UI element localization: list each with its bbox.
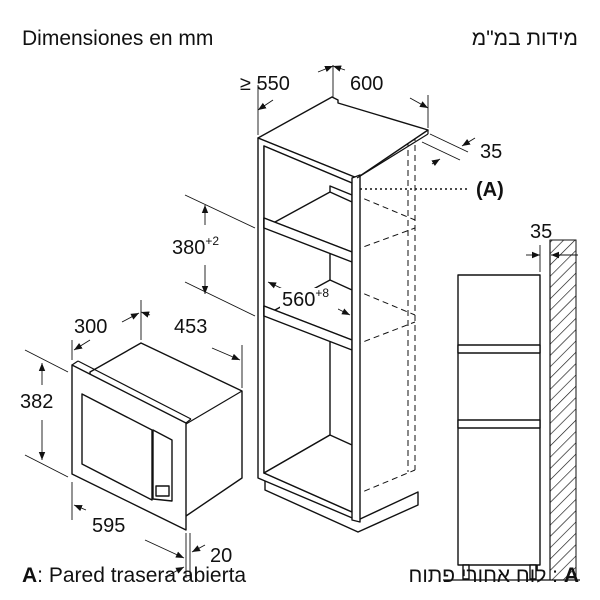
frame-depth-label: 20 xyxy=(210,545,232,567)
legend-hebrew: לוח אחורי פתוח : xyxy=(409,564,558,587)
appliance-width-label: 595 xyxy=(92,515,125,537)
title-hebrew: מידות במ"מ xyxy=(472,27,578,50)
microwave-door-window xyxy=(81,393,153,501)
microwave-appliance xyxy=(71,342,243,531)
legend-spanish: A: Pared trasera abierta xyxy=(22,564,246,587)
appliance-depth-label: 300 xyxy=(74,316,107,338)
appliance-dimensions: 300 453 382 595 20 xyxy=(20,300,243,578)
niche-height-tolerance: +2 xyxy=(205,234,219,248)
side-view: 35 xyxy=(443,221,580,581)
side-gap-label: 35 xyxy=(530,221,552,243)
microwave-control-display xyxy=(155,485,170,497)
tall-cabinet xyxy=(257,96,429,533)
niche-width-value: 560 xyxy=(282,289,315,311)
legend-key: A xyxy=(22,564,37,587)
cabinet-depth-label: ≥ 550 xyxy=(240,73,290,95)
cabinet-width-label: 600 xyxy=(350,73,383,95)
legend-hebrew-key: A xyxy=(564,564,579,587)
back-gap-label: 35 xyxy=(480,141,502,163)
niche-height-value: 380 xyxy=(172,237,205,259)
cabinet-dimensions: ≥ 550 600 35 (A) 380+2 560+8 xyxy=(172,65,504,317)
niche-width-tolerance: +8 xyxy=(315,286,329,300)
legend-text: : Pared trasera abierta xyxy=(37,564,246,587)
open-back-marker-label: (A) xyxy=(476,179,504,201)
appliance-body-width-label: 453 xyxy=(174,316,207,338)
wall-hatch xyxy=(549,239,577,581)
niche-width-label: 560+8 xyxy=(282,286,329,311)
open-back-marker: (A) xyxy=(476,179,504,201)
title-spanish: Dimensiones en mm xyxy=(22,27,213,50)
niche-height-label: 380+2 xyxy=(172,234,219,259)
appliance-height-label: 382 xyxy=(20,391,53,413)
